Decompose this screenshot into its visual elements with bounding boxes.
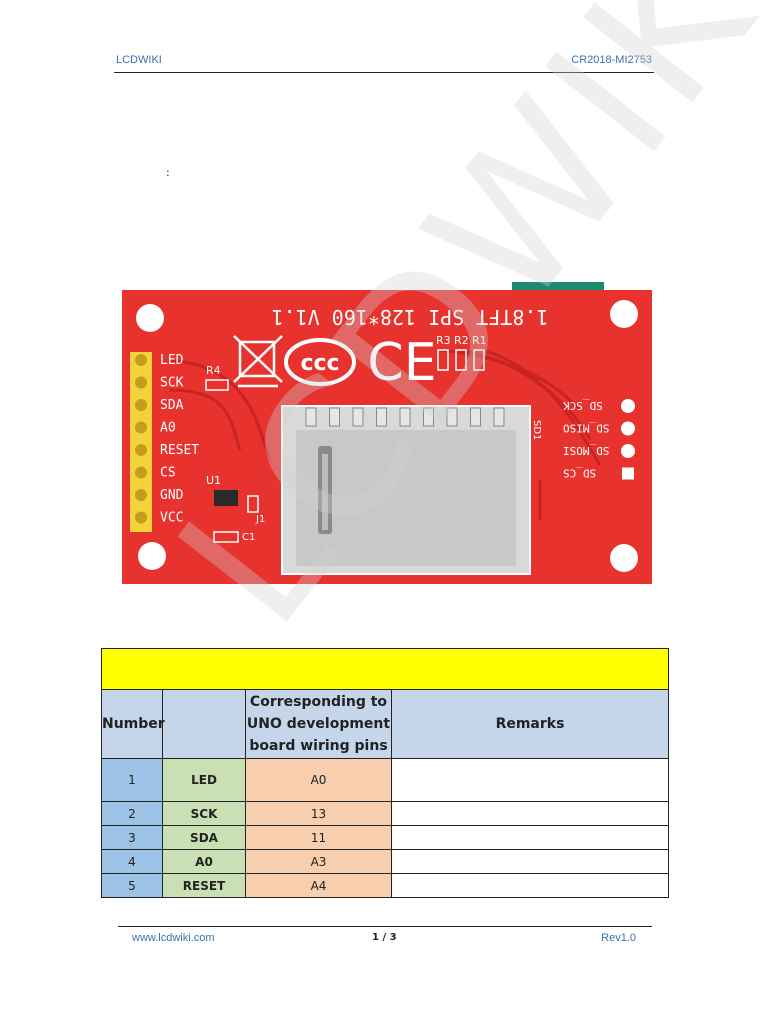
cell-pin: SCK [162, 801, 246, 826]
header-left: LCDWIKI [116, 54, 162, 66]
resistor-group: R3 R2 R1 [436, 334, 487, 371]
footer-page-number: 1 / 3 [372, 932, 397, 943]
board-pin-label: A0 [160, 421, 176, 436]
j1-label: J1 [255, 514, 265, 525]
board-pin-label: LED [160, 353, 184, 368]
sd-contact [376, 407, 387, 427]
c1-label: C1 [242, 532, 255, 543]
mount-hole-bl [138, 542, 166, 570]
footer-divider [118, 926, 652, 927]
table-title [101, 648, 669, 690]
header-pin-dot [135, 354, 147, 366]
table-row: 3 SDA 11 [101, 825, 669, 850]
body-colon: : [166, 166, 170, 179]
cell-number: 5 [101, 873, 163, 898]
header-pin-dot [135, 489, 147, 501]
sd-pin-pad [621, 421, 635, 436]
header-pin-dot [135, 421, 147, 434]
cell-remarks [391, 873, 669, 898]
board-top-label: 1.8TFT SPI 128*160 V1.1 [272, 305, 549, 329]
board-pin-label: SCK [160, 376, 184, 391]
board-pin-label: RESET [160, 443, 199, 458]
cell-remarks [391, 758, 669, 802]
header-divider [114, 72, 654, 73]
cell-uno-pin: 11 [245, 825, 392, 850]
resistor-r2-label: R2 [454, 334, 469, 347]
board-pin-label: CS [160, 466, 176, 481]
table-row: 4 A0 A3 [101, 849, 669, 874]
tft-board-image: 1.8TFT SPI 128*160 V1.1 ccc CE R3 R2 R1 … [122, 282, 652, 584]
sd-pin-label: SD_SCK [563, 399, 603, 412]
sd-card-slot [281, 405, 531, 575]
u1-label: U1 [206, 474, 221, 487]
cell-pin: SDA [162, 825, 246, 850]
header-pin-dot [135, 376, 147, 389]
header-pin-dot [135, 511, 147, 524]
cell-pin: RESET [162, 873, 246, 898]
sd-pin-pad [621, 444, 635, 458]
cell-number: 3 [101, 825, 163, 850]
board-pin-label: GND [160, 488, 184, 503]
header-right: CR2018-MI2753 [571, 54, 652, 66]
sd-pin-label: SD_MISO [563, 422, 609, 435]
weee-logo [233, 335, 283, 388]
table-row: 1 LED A0 [101, 758, 669, 802]
ccc-mark: ccc [300, 351, 339, 376]
header-number: Number [101, 689, 165, 759]
sd-contact [399, 407, 411, 427]
sd-pin-label: SD_CS [563, 467, 596, 480]
cell-uno-pin: 13 [245, 801, 392, 826]
cell-uno-pin: A3 [245, 849, 392, 874]
cell-pin: LED [162, 758, 246, 802]
header-remarks: Remarks [391, 689, 669, 759]
table-row: 2 SCK 13 [101, 801, 669, 826]
sd-contact [446, 407, 458, 427]
footer-revision: Rev1.0 [601, 932, 636, 944]
r4-part [205, 379, 229, 391]
table-title-row [101, 648, 669, 690]
sd-pin-pad [621, 399, 635, 413]
board-pin-label: VCC [160, 511, 183, 526]
sd-contact [423, 407, 434, 427]
cell-remarks [391, 801, 669, 826]
r4-label: R4 [206, 364, 221, 377]
sd1-label: SD1 [531, 420, 542, 440]
sd-pin-pad [622, 467, 634, 480]
footer-website[interactable]: www.lcdwiki.com [132, 932, 215, 944]
u1-chip [214, 490, 238, 506]
cell-number: 4 [101, 849, 163, 874]
sd-contact [470, 407, 481, 427]
header-pin-dot [135, 444, 147, 456]
sd-contact [493, 407, 505, 427]
cell-remarks [391, 849, 669, 874]
sd-pin-label: SD_MOSI [563, 444, 609, 457]
cell-number: 2 [101, 801, 163, 826]
pin-header [130, 352, 152, 532]
sd-contact [352, 407, 364, 427]
header-pin [162, 689, 246, 759]
sd-contact [305, 407, 317, 427]
cell-uno-pin: A0 [245, 758, 392, 802]
ce-mark: CE [367, 333, 436, 393]
ccc-logo [284, 338, 356, 386]
table-row: 5 RESET A4 [101, 873, 669, 898]
cell-remarks [391, 825, 669, 850]
mount-hole-tr [610, 300, 638, 328]
board-pin-label: SDA [160, 398, 184, 413]
cell-number: 1 [101, 758, 163, 802]
cell-pin: A0 [162, 849, 246, 874]
resistor-r3-label: R3 [436, 334, 451, 347]
sd-contact [329, 407, 340, 427]
mount-hole-br [610, 544, 638, 572]
header-uno-pins: Corresponding to UNO development board w… [245, 689, 392, 759]
header-pin-dot [135, 466, 147, 479]
pin-table: Number Corresponding to UNO development … [101, 648, 669, 898]
table-header-row: Number Corresponding to UNO development … [101, 689, 669, 759]
header-pin-dot [135, 399, 147, 411]
resistor-r1-label: R1 [472, 334, 487, 347]
mount-hole-tl [136, 304, 164, 332]
cell-uno-pin: A4 [245, 873, 392, 898]
